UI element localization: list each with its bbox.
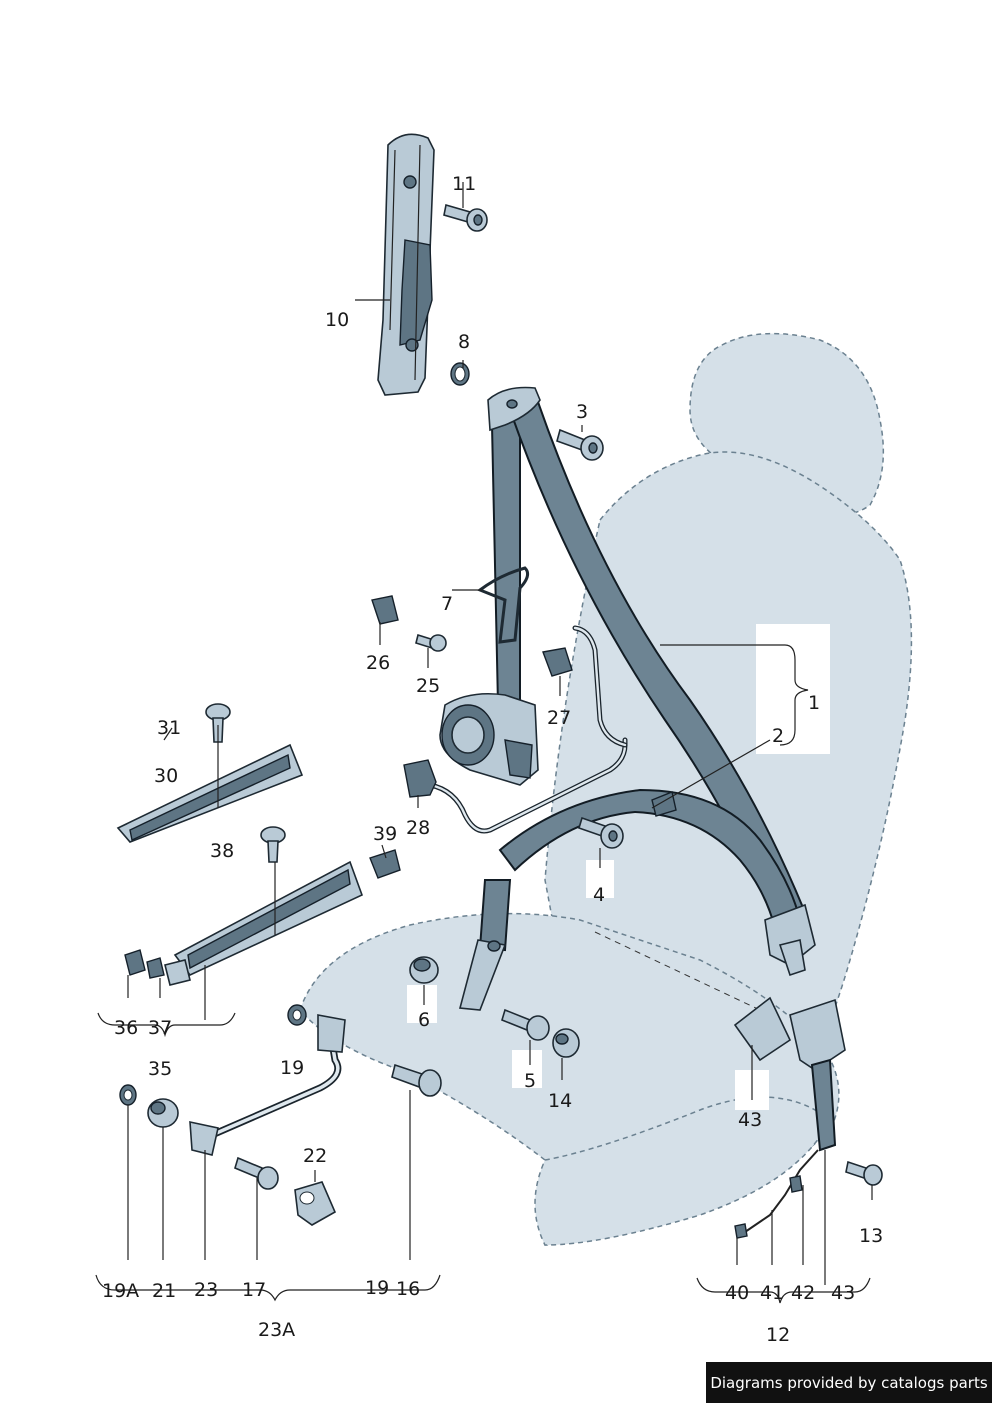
label-23A: 23A: [258, 1319, 295, 1341]
bolt-5: [501, 1008, 550, 1041]
bolt-13: [845, 1160, 883, 1186]
screw-25: [415, 633, 447, 652]
lower-anchor-bracket: [458, 879, 512, 1011]
bolt-16: [391, 1063, 442, 1097]
washer-8: [450, 362, 470, 386]
washer-19: [287, 1004, 307, 1026]
label-1: 1: [808, 692, 820, 714]
wiring-harness-28: [403, 625, 628, 834]
label-16: 16: [396, 1278, 420, 1300]
label-31: 31: [157, 717, 181, 739]
label-36: 36: [114, 1017, 138, 1039]
label-19-lower: 19: [365, 1277, 389, 1299]
label-14: 14: [548, 1090, 572, 1112]
screw-38: [260, 826, 286, 863]
bolt-3: [556, 428, 604, 461]
label-8: 8: [458, 331, 470, 353]
label-37: 37: [148, 1017, 172, 1039]
label-2: 2: [772, 725, 784, 747]
spacer-14: [552, 1028, 580, 1058]
buckle-assembly: [733, 996, 846, 1239]
label-11: 11: [452, 173, 476, 195]
bolt-11: [443, 203, 488, 232]
clip-39: [369, 849, 401, 879]
label-12: 12: [766, 1324, 790, 1346]
label-40: 40: [725, 1282, 749, 1304]
label-7: 7: [441, 593, 453, 615]
label-22: 22: [303, 1145, 327, 1167]
part-labels: 1 2 3 4 5 6 7 8 10 11 12 13 14 16 17 19 …: [102, 173, 883, 1346]
label-43-upper: 43: [738, 1109, 762, 1131]
belt-retractor: [439, 692, 539, 786]
height-adjuster-rail: [377, 133, 435, 396]
leader-lines: [95, 182, 873, 1304]
label-26: 26: [366, 652, 390, 674]
label-42: 42: [791, 1282, 815, 1304]
spacer-21: [147, 1098, 179, 1128]
belt-webbing: [476, 386, 816, 977]
label-30: 30: [154, 765, 178, 787]
seat-rail-30: [116, 743, 304, 843]
clip-37: [146, 957, 165, 979]
anchor-bar-23: [189, 1014, 346, 1156]
connector-26: [371, 595, 399, 625]
washer-19A: [119, 1084, 137, 1106]
label-4: 4: [593, 884, 605, 906]
screw-31: [205, 703, 231, 743]
label-13: 13: [859, 1225, 883, 1247]
clip-36: [124, 949, 146, 976]
label-28: 28: [406, 817, 430, 839]
label-25: 25: [416, 675, 440, 697]
label-3: 3: [576, 401, 588, 423]
seat-cushion-front: [534, 1096, 831, 1246]
label-27: 27: [547, 707, 571, 729]
label-43-lower: 43: [831, 1282, 855, 1304]
label-5: 5: [524, 1070, 536, 1092]
spacer-6: [409, 956, 439, 984]
label-17: 17: [242, 1279, 266, 1301]
label-6: 6: [418, 1009, 430, 1031]
bolt-17: [234, 1156, 279, 1190]
label-38: 38: [210, 840, 234, 862]
label-19A: 19A: [102, 1280, 139, 1302]
label-19-upper: 19: [280, 1057, 304, 1079]
label-23: 23: [194, 1279, 218, 1301]
catalog-credit-banner: Diagrams provided by catalogs parts: [706, 1362, 992, 1403]
label-39: 39: [373, 823, 397, 845]
seat-rail-38: [164, 860, 364, 986]
seat-headrest: [689, 332, 885, 515]
label-10: 10: [325, 309, 349, 331]
label-41: 41: [760, 1282, 784, 1304]
label-35: 35: [148, 1058, 172, 1080]
cap-22: [294, 1181, 337, 1226]
bolt-4: [578, 816, 624, 849]
label-21: 21: [152, 1280, 176, 1302]
